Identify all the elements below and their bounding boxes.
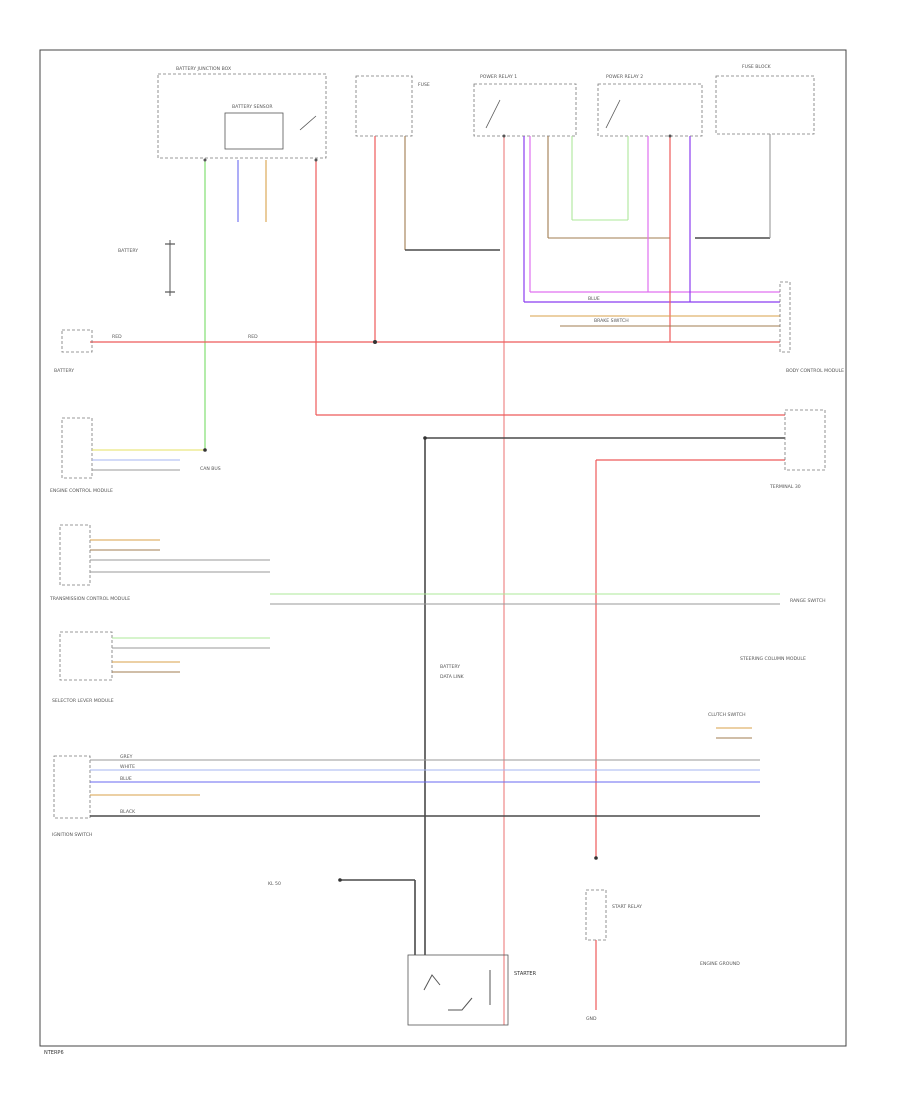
starter-switch-icon xyxy=(423,970,491,1011)
wire-label-white: WHITE xyxy=(120,764,135,770)
junction-dot-1 xyxy=(373,340,377,344)
junction-dot-5 xyxy=(338,878,342,882)
junction-dot-4 xyxy=(594,856,598,860)
steering-label: STEERING COLUMN MODULE xyxy=(740,656,806,662)
junction-dot-3 xyxy=(423,436,427,440)
selector-label: SELECTOR LEVER MODULE xyxy=(52,698,114,704)
start-relay-box xyxy=(585,889,607,941)
wire-label-red-2: RED xyxy=(248,334,258,340)
relay-switch-2 xyxy=(485,99,501,129)
fuse-block-box xyxy=(715,75,815,135)
ground-label: GND xyxy=(586,1016,597,1022)
selector-connector xyxy=(59,631,113,681)
fuse-top-label: FUSE xyxy=(418,82,430,88)
ecm-connector xyxy=(61,417,93,479)
bcm-connector xyxy=(779,281,791,353)
left-connector-1 xyxy=(61,329,93,353)
wire-label-grey: GREY xyxy=(120,754,133,760)
relay-switch-1 xyxy=(299,115,317,131)
wire-label-brake: BRAKE SWITCH xyxy=(594,318,629,324)
diagram-frame xyxy=(39,49,847,1047)
battery-sensor-label: BATTERY SENSOR xyxy=(232,104,273,110)
can-bus-label: CAN BUS xyxy=(200,466,221,472)
kl50-label: KL 50 xyxy=(268,881,281,887)
pin-top-2 xyxy=(314,158,318,162)
battery-sensor-box xyxy=(224,112,284,150)
ignition-switch-connector xyxy=(53,755,91,819)
diagram-corner-label: NTERP6 xyxy=(44,1050,64,1056)
relay-switch-3 xyxy=(605,99,621,129)
start-relay-label: START RELAY xyxy=(612,904,642,910)
pin-top-4 xyxy=(668,134,672,138)
wire-label-red: RED xyxy=(112,334,122,340)
battery-left-label: BATTERY xyxy=(54,368,74,374)
terminal-30-connector xyxy=(784,409,826,471)
bcm-label: BODY CONTROL MODULE xyxy=(786,368,844,374)
clutch-label: CLUTCH SWITCH xyxy=(708,712,746,718)
power-relay-1-label: POWER RELAY 1 xyxy=(480,74,517,80)
range-switch-label: RANGE SWITCH xyxy=(790,598,826,604)
wire-label-black: BLACK xyxy=(120,809,136,815)
power-relay-2-box xyxy=(597,83,703,137)
wire-label-purple: BLUE xyxy=(588,296,600,302)
starter-motor-box xyxy=(407,954,509,1026)
battery-junction-label: BATTERY JUNCTION BOX xyxy=(176,66,231,72)
junction-dot-2 xyxy=(203,448,207,452)
fuse-block-label: FUSE BLOCK xyxy=(742,64,772,70)
pin-top-1 xyxy=(203,158,207,162)
starter-label: STARTER xyxy=(514,971,537,977)
battery-junction-box xyxy=(157,73,327,159)
engine-ground-label: ENGINE GROUND xyxy=(700,961,740,967)
battery-label: BATTERY xyxy=(118,248,138,254)
power-relay-1-box xyxy=(473,83,577,137)
pin-top-3 xyxy=(502,134,506,138)
wire-label-blue: BLUE xyxy=(120,776,132,782)
ignition-label: IGNITION SWITCH xyxy=(52,832,92,838)
terminal-30-label: TERMINAL 30 xyxy=(769,484,801,490)
tcm-label: TRANSMISSION CONTROL MODULE xyxy=(49,596,130,602)
ecm-label: ENGINE CONTROL MODULE xyxy=(50,488,113,494)
data-link-label: DATA LINK xyxy=(440,674,465,680)
tcm-connector xyxy=(59,524,91,586)
power-relay-2-label: POWER RELAY 2 xyxy=(606,74,643,80)
fuse-top-box xyxy=(355,75,413,137)
battery-icon xyxy=(165,240,175,296)
battery-cable-label: BATTERY xyxy=(440,664,460,670)
